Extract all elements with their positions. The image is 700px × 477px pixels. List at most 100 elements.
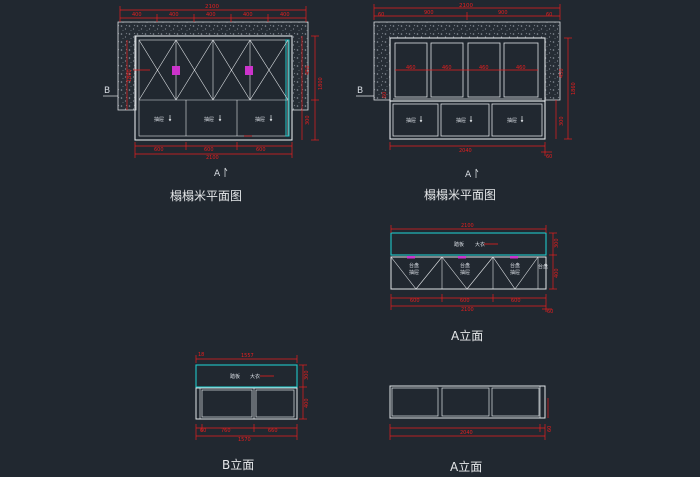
plan2-dim-lines xyxy=(373,4,572,156)
dim-bottom-total: 2040 xyxy=(459,148,472,154)
title-elevA1: A立面 xyxy=(451,328,483,343)
elevA1-dim-lines xyxy=(390,225,557,312)
plan2-lower xyxy=(389,100,546,140)
dim-bottom-seg: 600 xyxy=(204,147,214,153)
dim-bottom-total: 2040 xyxy=(460,430,473,436)
dim-top-seg: 900 xyxy=(424,10,434,16)
drawer-label: 抽屉 xyxy=(255,116,265,123)
elevation-a-1: 踏板 大衣 台盘 抽屉 台盘 抽屉 台盘 抽屉 台盘 2100 300 400 … xyxy=(390,223,560,343)
dim-left: 1800 xyxy=(127,69,133,82)
handle xyxy=(407,256,415,259)
elevB-cells xyxy=(199,388,295,419)
dim-bottom-total: 1570 xyxy=(238,437,251,443)
elev-body xyxy=(389,385,546,419)
dim-right: 300 xyxy=(304,370,310,380)
dim-right: 300 xyxy=(305,115,311,125)
dim-right: 1860 xyxy=(571,82,577,95)
plan-outline xyxy=(134,35,293,141)
marker-b: B xyxy=(357,86,363,96)
plan-view-1: 抽屉 抽屉 抽屉 2100 400 400 400 4 xyxy=(103,4,324,203)
elev-body xyxy=(390,256,547,290)
wall-hatch xyxy=(373,21,561,101)
plan-view-2: 抽屉 抽屉 抽屉 2100 900 900 60 60 460 460 460 xyxy=(356,3,577,202)
dim-bottom-total: 2100 xyxy=(206,155,219,161)
dim-corner: 60 xyxy=(547,426,553,432)
dim-right: 400 xyxy=(554,268,560,278)
dim-panel: 460 xyxy=(516,65,526,71)
handle-2 xyxy=(245,66,253,75)
marker-a: A xyxy=(465,170,472,180)
elev-top-panel xyxy=(195,364,298,388)
dim-top-total: 1557 xyxy=(241,353,254,359)
dim-right: 300 xyxy=(554,238,560,248)
elevB-dim-lines xyxy=(195,355,307,440)
cell-label: 抽屉 xyxy=(510,269,520,276)
dim-top-total: 2100 xyxy=(205,4,219,10)
dim-left: 60 xyxy=(382,92,388,98)
cell-label: 抽屉 xyxy=(460,269,470,276)
elev-cells xyxy=(390,256,539,290)
title-elevA2: A立面 xyxy=(450,459,482,474)
elevA2-dim-lines xyxy=(389,398,549,440)
elev-body xyxy=(195,387,298,420)
dim-corner: 60 xyxy=(546,12,552,18)
dim-top-seg: 900 xyxy=(498,10,508,16)
elevA2-cells xyxy=(391,386,541,418)
dim-top-seg: 400 xyxy=(132,12,142,18)
cell-label: 台盘 xyxy=(460,262,470,269)
drawer-arrows xyxy=(168,115,273,122)
dim-top-total: 2100 xyxy=(459,3,473,9)
drawer-arrows xyxy=(419,116,524,123)
dim-corner: 60 xyxy=(378,12,384,18)
drawer-label: 抽屉 xyxy=(154,116,164,123)
dim-top-seg: 400 xyxy=(169,12,179,18)
title-plan2: 榻榻米平面图 xyxy=(424,188,496,202)
drawer-label: 抽屉 xyxy=(406,117,416,124)
cell-label: 台盘 xyxy=(510,262,520,269)
elev-top-panel xyxy=(390,232,547,256)
dim-bottom-seg: 600 xyxy=(256,147,266,153)
dim-panel: 460 xyxy=(479,65,489,71)
dim-panel: 460 xyxy=(406,65,416,71)
dim-corner: 60 xyxy=(546,154,552,160)
elev-top-label: 踏板 xyxy=(230,373,240,380)
elevation-a-2: 2040 60 A立面 xyxy=(389,385,553,474)
dim-bottom-seg: 600 xyxy=(511,298,521,304)
dim-bottom-seg: 760 xyxy=(221,428,231,434)
drawer-label: 抽屉 xyxy=(456,117,466,124)
dim-corner: 18 xyxy=(198,352,204,358)
plan-inner-outline xyxy=(138,39,289,137)
dim-right: 300 xyxy=(559,116,565,126)
dim-panel: 460 xyxy=(442,65,452,71)
elev-top-label: 大衣 xyxy=(475,241,485,248)
marker-a-arrow xyxy=(475,168,479,178)
handle xyxy=(458,256,466,259)
dim-right: 1800 xyxy=(318,77,324,90)
cyan-strip xyxy=(285,39,290,137)
dim-top-seg: 400 xyxy=(243,12,253,18)
marker-a: A xyxy=(214,169,221,179)
title-plan1: 榻榻米平面图 xyxy=(170,189,242,203)
elevation-b: 踏板 大衣 1557 18 300 400 60 760 660 1570 B立… xyxy=(195,352,310,472)
elev-top-label: 大衣 xyxy=(250,373,260,380)
dim-right: 450 xyxy=(305,65,311,75)
dim-bottom-total: 2100 xyxy=(461,307,474,313)
dim-top-seg: 400 xyxy=(206,12,216,18)
dim-bottom-seg: 600 xyxy=(460,298,470,304)
dim-corner: 60 xyxy=(547,309,553,315)
dim-bottom-seg: 600 xyxy=(410,298,420,304)
dim-bottom-seg: 660 xyxy=(268,428,278,434)
dim-top-seg: 400 xyxy=(280,12,290,18)
plan1-dim-lines xyxy=(119,6,319,158)
cell-label: 抽屉 xyxy=(409,269,419,276)
elev-top-label: 踏板 xyxy=(454,241,464,248)
marker-b: B xyxy=(104,86,110,96)
drawer-label: 抽屉 xyxy=(507,117,517,124)
side-label: 台盘 xyxy=(538,263,548,270)
dim-bottom-seg: 60 xyxy=(200,428,206,434)
handle xyxy=(510,256,518,259)
marker-a-arrow xyxy=(224,167,228,177)
cell-label: 台盘 xyxy=(409,262,419,269)
drawer-label: 抽屉 xyxy=(204,116,214,123)
